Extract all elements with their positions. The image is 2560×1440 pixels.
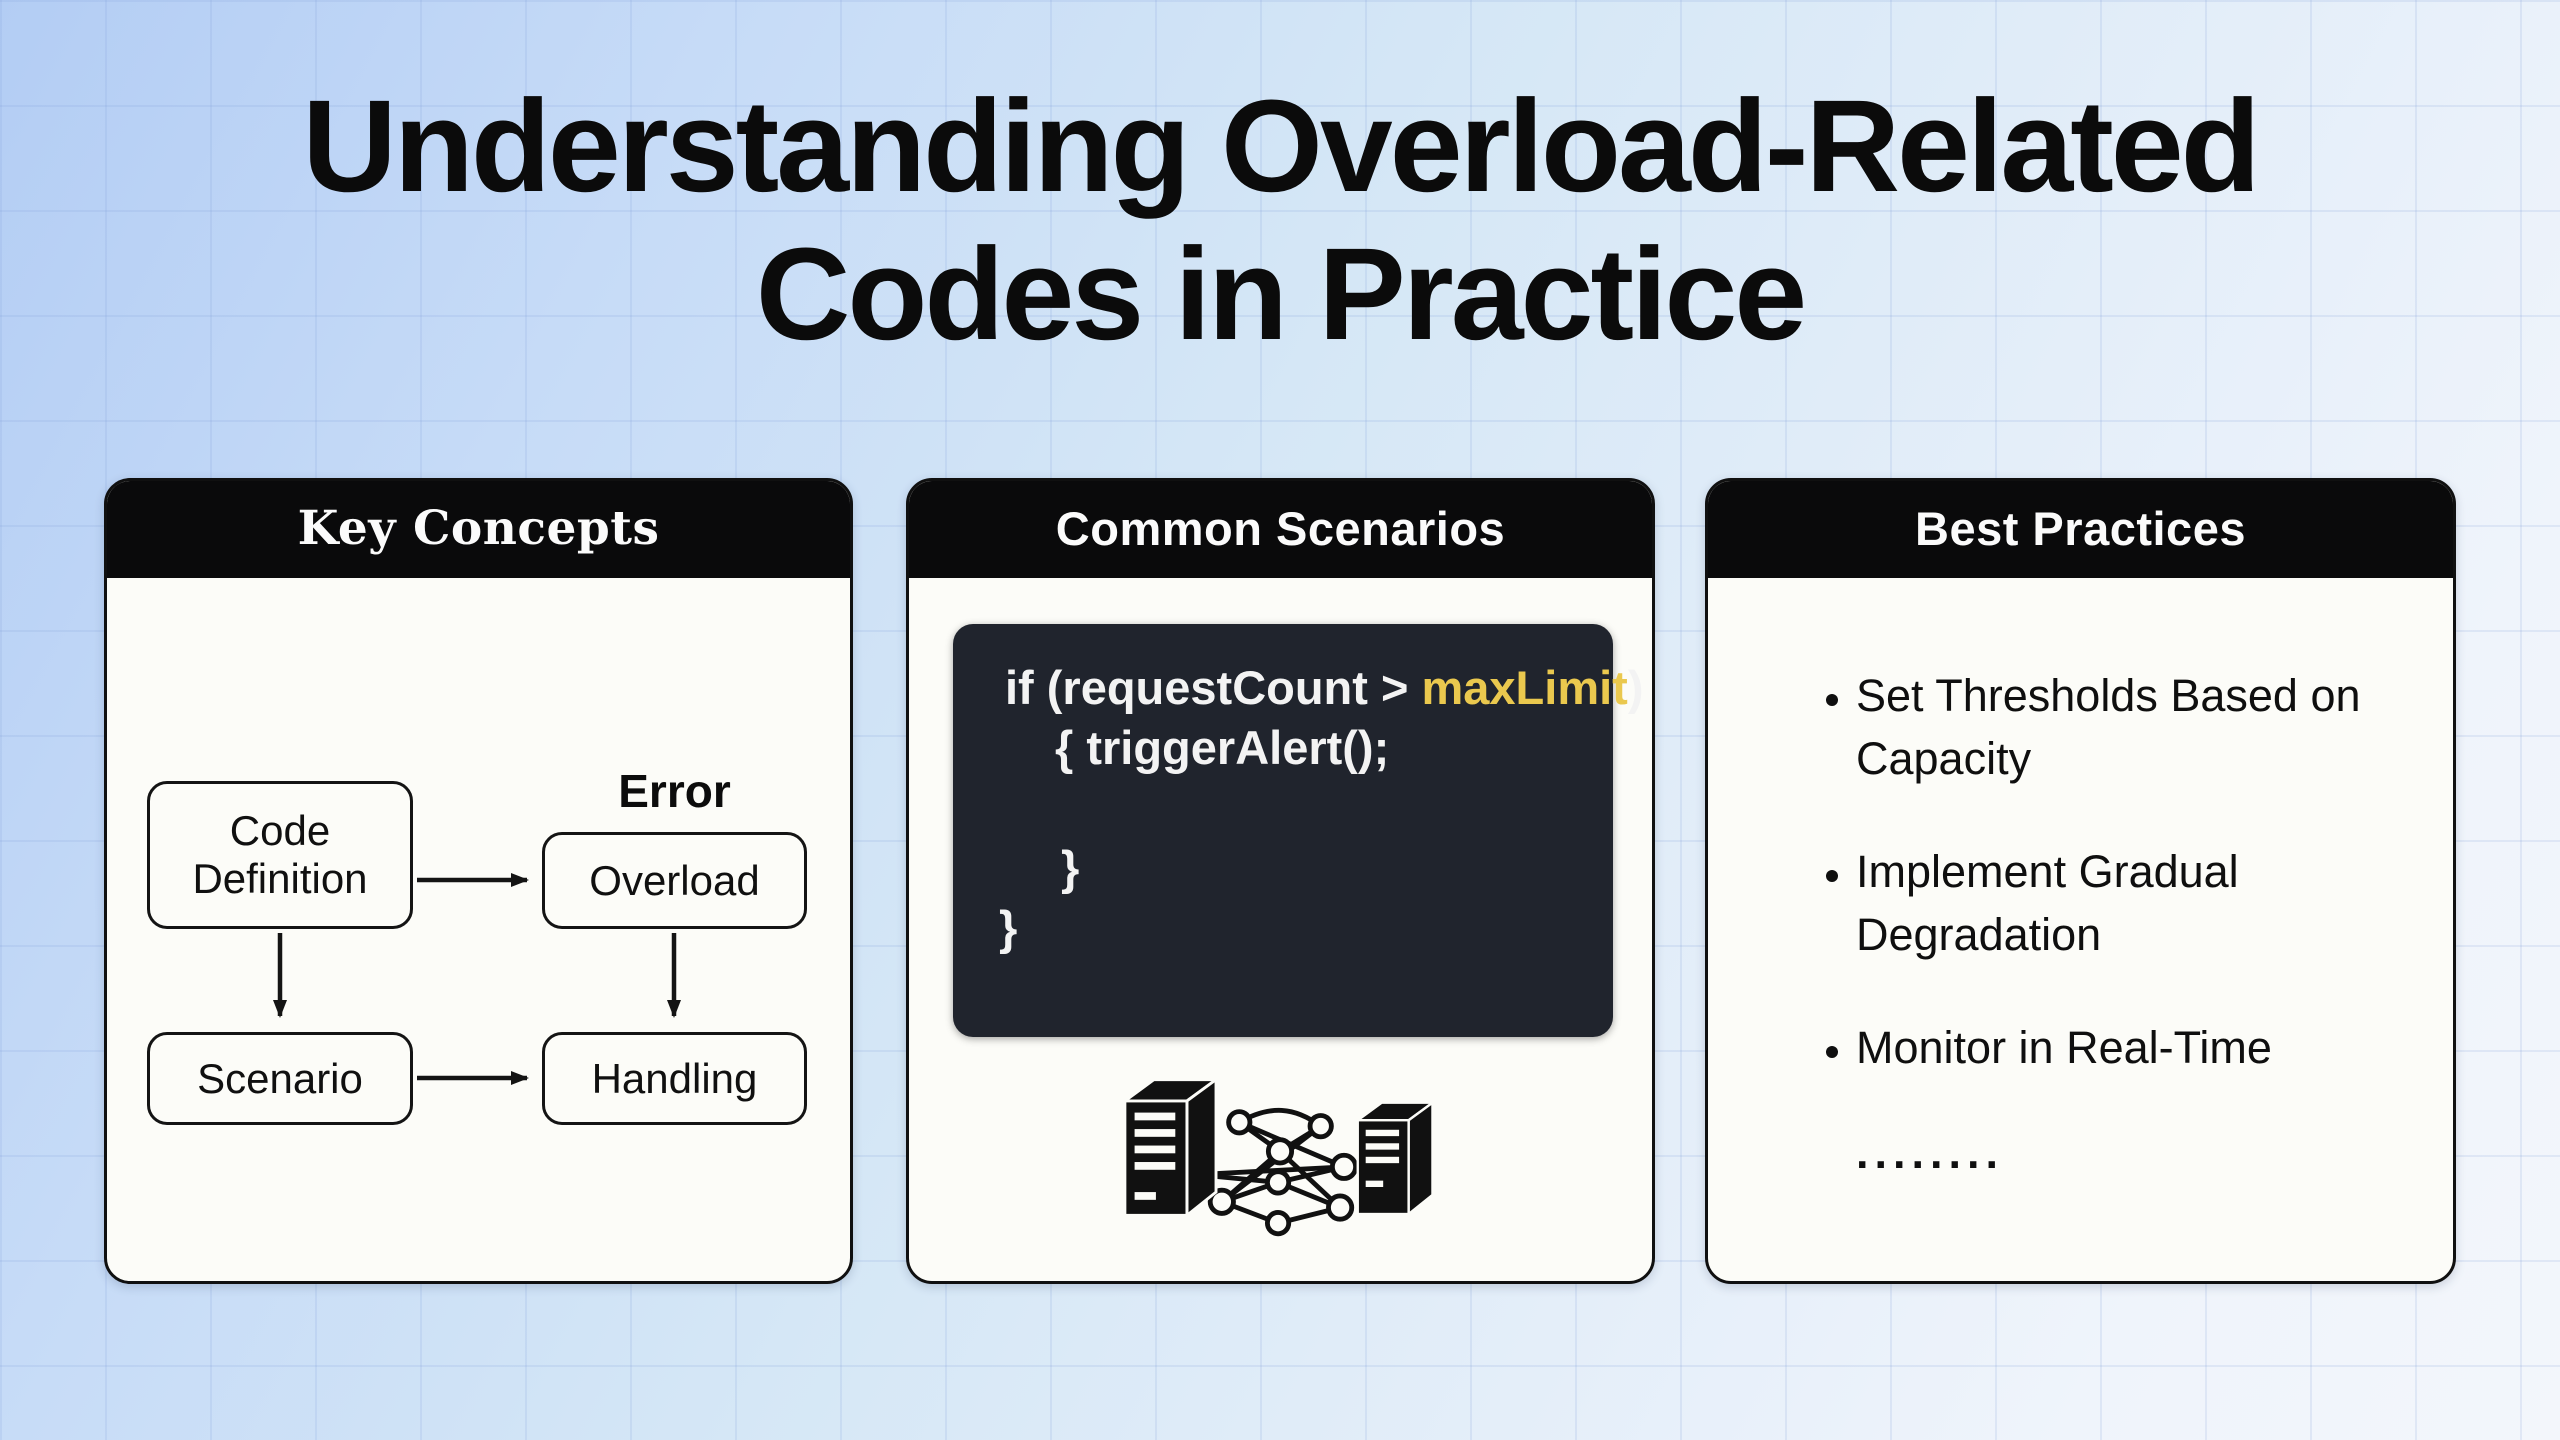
code-line-5: } [999, 901, 1018, 954]
code-line-2: { triggerAlert(); [1055, 721, 1390, 774]
page-title-line1: Understanding Overload-Related [302, 72, 2260, 219]
error-label: Error [618, 765, 731, 817]
common-scenarios-body: if (requestCount > maxLimit) { triggerAl… [909, 578, 1652, 1281]
list-item: Monitor in Real-Time [1856, 1016, 2413, 1079]
code-line1-close: ) [1627, 661, 1644, 714]
page-title: Understanding Overload-Related Codes in … [0, 72, 2560, 368]
common-scenarios-header: Common Scenarios [909, 481, 1652, 578]
flowchart-node-code-definition: Code Definition [147, 781, 413, 929]
code-maxlimit-token: maxLimit [1421, 661, 1628, 714]
list-item: Implement Gradual Degradation [1856, 840, 2413, 966]
best-practices-body: Set Thresholds Based on Capacity Impleme… [1708, 664, 2453, 1281]
server-right-icon [1354, 1100, 1437, 1217]
flowchart-arrows [273, 873, 681, 1085]
key-concepts-body: Error Code Definition Overload Scenario … [107, 578, 850, 1281]
code-line-4: } [1061, 841, 1080, 894]
list-item: Set Thresholds Based on Capacity [1856, 664, 2413, 790]
best-practices-card: Best Practices Set Thresholds Based on C… [1705, 478, 2456, 1284]
best-practices-header: Best Practices [1708, 481, 2453, 578]
flowchart-node-handling: Handling [542, 1032, 807, 1125]
servers-network-icon [1120, 1076, 1437, 1237]
icon-container [909, 1068, 1651, 1258]
flowchart-node-scenario: Scenario [147, 1032, 413, 1125]
flowchart-node-overload: Overload [542, 832, 807, 929]
code-snippet-block: if (requestCount > maxLimit) { triggerAl… [953, 624, 1643, 1037]
code-line-3 [1005, 778, 1613, 838]
page-title-line2: Codes in Practice [755, 220, 1807, 367]
common-scenarios-header-label: Common Scenarios [1055, 501, 1506, 555]
code-line-1: if (requestCount > maxLimit) [1005, 658, 1643, 718]
best-practices-list: Set Thresholds Based on Capacity Impleme… [1708, 664, 2413, 1184]
network-nodes [1207, 1109, 1359, 1237]
key-concepts-header: Key Concepts [107, 481, 850, 578]
best-practices-header-label: Best Practices [1915, 501, 2246, 555]
ellipsis-row: ........ [1856, 1127, 2005, 1178]
common-scenarios-card: Common Scenarios if (requestCount > maxL… [906, 478, 1655, 1284]
key-concepts-card: Key Concepts Error Code Definition Overl… [104, 478, 853, 1284]
key-concepts-header-label: Key Concepts [297, 500, 660, 556]
server-left-icon [1120, 1076, 1221, 1219]
code-line1-text: if (requestCount > [1005, 661, 1422, 714]
